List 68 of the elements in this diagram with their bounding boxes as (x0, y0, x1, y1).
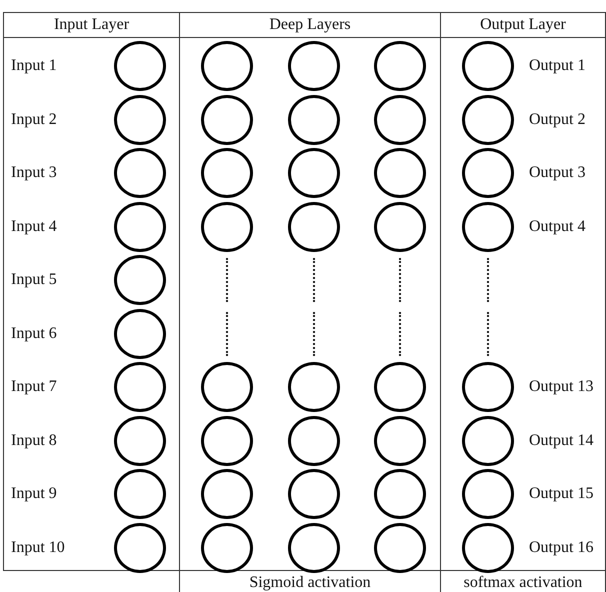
neuron-circle (201, 41, 253, 91)
neuron-label: Input 9 (11, 485, 57, 503)
neuron-circle (288, 362, 340, 412)
neuron-circle (288, 148, 340, 198)
neuron-label: Output 15 (529, 485, 594, 503)
neuron-label: Input 2 (11, 110, 57, 128)
activation-caption: Sigmoid activation (248, 573, 372, 592)
neuron-circle (114, 41, 166, 91)
neuron-label: Input 8 (11, 432, 57, 450)
neuron-circle (462, 41, 514, 91)
neuron-circle (114, 202, 166, 252)
neuron-circle (288, 202, 340, 252)
neuron-circle (462, 469, 514, 519)
neuron-label: Input 7 (11, 378, 57, 396)
neuron-circle (288, 469, 340, 519)
activation-caption: softmax activation (462, 573, 584, 592)
neuron-label: Input 5 (11, 271, 57, 289)
neuron-circle (201, 416, 253, 466)
neuron-circle (374, 94, 426, 144)
neuron-circle (114, 255, 166, 305)
neuron-circle (462, 148, 514, 198)
neuron-circle (114, 94, 166, 144)
layer-column (179, 12, 441, 592)
layer-column (3, 12, 180, 571)
neuron-circle (374, 522, 426, 572)
neuron-circle (288, 94, 340, 144)
neuron-circle (201, 522, 253, 572)
column-header: Deep Layers (180, 13, 440, 38)
neuron-circle (114, 416, 166, 466)
neuron-circle (114, 522, 166, 572)
neuron-circle (114, 308, 166, 358)
neuron-circle (374, 362, 426, 412)
neuron-circle (374, 469, 426, 519)
neuron-circle (462, 416, 514, 466)
neuron-circle (288, 41, 340, 91)
neuron-label: Output 16 (529, 538, 594, 556)
neuron-circle (374, 148, 426, 198)
neuron-circle (374, 202, 426, 252)
neuron-label: Input 4 (11, 218, 57, 236)
neuron-label: Input 1 (11, 57, 57, 75)
neuron-circle (201, 148, 253, 198)
neuron-circle (114, 469, 166, 519)
neuron-label: Output 14 (529, 432, 594, 450)
neuron-label: Output 13 (529, 378, 594, 396)
neuron-circle (114, 148, 166, 198)
neuron-circle (374, 416, 426, 466)
neuron-circle (288, 416, 340, 466)
neuron-circle (288, 522, 340, 572)
neuron-circle (462, 362, 514, 412)
neuron-label: Output 4 (529, 218, 586, 236)
neuron-circle (462, 202, 514, 252)
neuron-label: Input 10 (11, 538, 65, 556)
neuron-label: Output 2 (529, 110, 586, 128)
neuron-circle (201, 94, 253, 144)
neuron-circle (114, 362, 166, 412)
layer-column (440, 12, 606, 592)
neuron-label: Input 3 (11, 164, 57, 182)
neuron-label: Output 3 (529, 164, 586, 182)
neuron-circle (201, 469, 253, 519)
neuron-circle (374, 41, 426, 91)
neuron-circle (462, 522, 514, 572)
neuron-label: Input 6 (11, 324, 57, 342)
neuron-circle (201, 362, 253, 412)
column-header: Input Layer (4, 13, 179, 38)
column-header: Output Layer (441, 13, 605, 38)
neuron-circle (201, 202, 253, 252)
neuron-label: Output 1 (529, 57, 586, 75)
neuron-circle (462, 94, 514, 144)
